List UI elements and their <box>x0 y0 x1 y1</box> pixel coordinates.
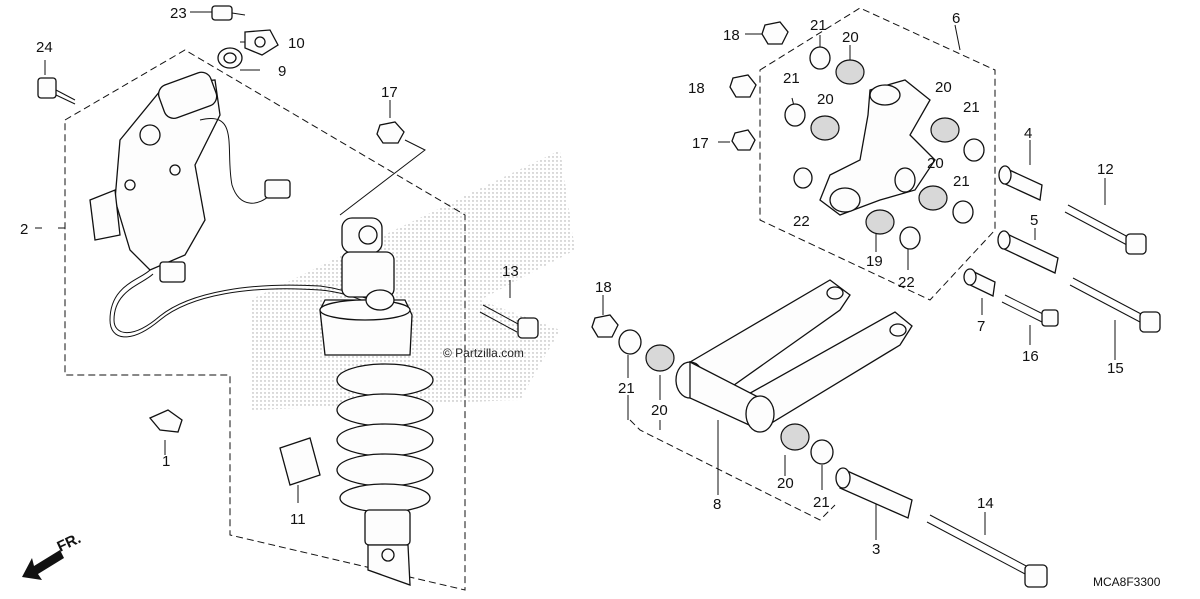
callout-10: 10 <box>288 35 305 52</box>
callout-21-e: 21 <box>618 380 635 397</box>
callout-18-lower: 18 <box>595 279 612 296</box>
callout-18-top: 18 <box>723 27 740 44</box>
callout-14: 14 <box>977 495 994 512</box>
bolt-13 <box>479 304 539 339</box>
callout-21-f: 21 <box>813 494 830 511</box>
front-direction-arrow-icon <box>22 550 64 580</box>
callout-20-c: 20 <box>935 79 952 96</box>
callout-22-a: 22 <box>793 213 810 230</box>
bearings-upper <box>784 46 985 250</box>
callout-22-b: 22 <box>898 274 915 291</box>
callout-17-left: 17 <box>381 84 398 101</box>
group-boundaries <box>64 7 996 591</box>
callout-4: 4 <box>1024 125 1032 142</box>
callout-7: 7 <box>977 318 985 335</box>
clip-part <box>148 409 183 433</box>
callout-5: 5 <box>1030 212 1038 229</box>
callout-1: 1 <box>162 453 170 470</box>
nuts-18-17-upper <box>729 21 789 151</box>
callout-20-d: 20 <box>927 155 944 172</box>
nut-17-left <box>376 121 405 144</box>
bearings-lower <box>591 314 834 465</box>
callout-2: 2 <box>20 221 28 238</box>
callout-11: 11 <box>290 511 306 528</box>
callout-9: 9 <box>278 63 286 80</box>
diagram-code: MCA8F3300 <box>1093 575 1161 589</box>
strap-11 <box>279 437 321 486</box>
callout-21-d: 21 <box>953 173 970 190</box>
callout-6: 6 <box>952 10 960 27</box>
shock-absorber <box>319 217 434 586</box>
collar-3-bolt-14 <box>835 467 1048 588</box>
callout-21-a: 21 <box>810 17 827 34</box>
callout-19: 19 <box>866 253 883 270</box>
callout-3: 3 <box>872 541 880 558</box>
watermark-text: © Partzilla.com <box>443 346 524 360</box>
link-arm <box>675 279 913 433</box>
callout-20-e: 20 <box>651 402 668 419</box>
callout-13: 13 <box>502 263 519 280</box>
callout-16: 16 <box>1022 348 1039 365</box>
callout-20-f: 20 <box>777 475 794 492</box>
callout-12: 12 <box>1097 161 1114 178</box>
callout-8: 8 <box>713 496 721 513</box>
bolt-24 <box>37 77 76 105</box>
spring <box>336 363 434 513</box>
collars-and-bolts-right <box>963 165 1161 333</box>
callout-15: 15 <box>1107 360 1124 377</box>
callout-21-b: 21 <box>783 70 800 87</box>
callout-18-mid: 18 <box>688 80 705 97</box>
callout-20-b: 20 <box>817 91 834 108</box>
actuator-assembly <box>89 71 376 338</box>
rocker-arm <box>819 79 936 216</box>
callout-23: 23 <box>170 5 187 22</box>
callout-labels: 1 2 3 4 5 6 7 8 9 10 11 12 13 14 15 16 1… <box>20 5 1124 558</box>
callout-21-c: 21 <box>963 99 980 116</box>
callout-17-right: 17 <box>692 135 709 152</box>
callout-24: 24 <box>36 39 53 56</box>
small-hardware-top <box>211 5 279 69</box>
callout-20-a: 20 <box>842 29 859 46</box>
front-direction-label: FR. <box>55 530 84 556</box>
